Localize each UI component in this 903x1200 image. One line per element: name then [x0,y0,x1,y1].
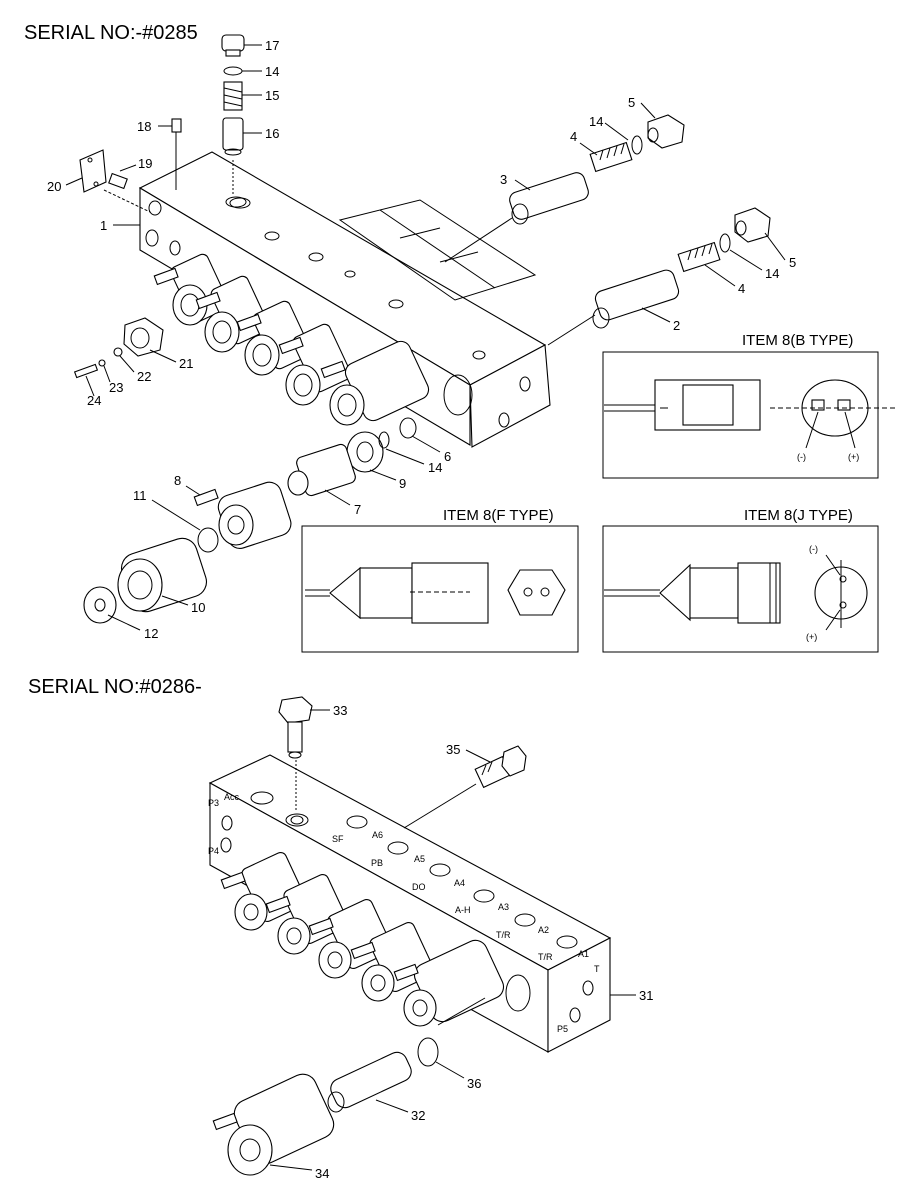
callout-20: 20 [47,179,61,194]
callout-21: 21 [179,356,193,371]
port-p3: P3 [208,798,219,808]
callouts-upper: 17 14 15 16 18 19 20 1 3 4 14 5 5 14 4 2… [47,38,796,641]
callout-7: 7 [354,502,361,517]
spool-assembly-upper [444,114,771,346]
callout-23: 23 [109,380,123,395]
relief-plug-stack [221,34,247,208]
callout-33: 33 [333,703,347,718]
callout-19: 19 [138,156,152,171]
callout-10: 10 [191,600,205,615]
port-acc: Acc [224,792,240,802]
port-a6: A6 [372,830,383,840]
callout-9: 9 [399,476,406,491]
exploded-parts-lower [212,997,486,1176]
port-a2: A2 [538,925,549,935]
plug-and-bolts-left [73,317,164,379]
port-sf: SF [332,834,344,844]
callout-24: 24 [87,393,101,408]
callout-14-d: 14 [428,460,442,475]
callout-5-b: 5 [789,255,796,270]
callout-14-c: 14 [765,266,779,281]
callout-22: 22 [137,369,151,384]
inset-b-type-title: ITEM 8(B TYPE) [742,332,853,349]
port-a4: A4 [454,878,465,888]
callout-3: 3 [500,172,507,187]
solenoid-stack-lower [220,851,505,1027]
inset-j-type: ITEM 8(J TYPE) (-) (+) [602,507,879,653]
callouts-lower: 33 35 31 36 32 34 [269,703,653,1181]
callout-6: 6 [444,449,451,464]
callout-35: 35 [446,742,460,757]
callout-34: 34 [315,1166,329,1181]
callout-31: 31 [639,988,653,1003]
callout-1: 1 [100,218,107,233]
callout-14: 14 [265,64,279,79]
callout-11: 11 [133,488,147,503]
fitting-35 [403,745,527,829]
serial-heading-old: SERIAL NO:-#0285 [24,22,198,44]
inset-j-plus: (+) [806,632,817,642]
inset-b-plus: (+) [848,452,859,462]
callout-14-b: 14 [589,114,603,129]
port-tr-1: T/R [496,930,511,940]
port-ah: A-H [455,905,471,915]
port-p5: P5 [557,1024,568,1034]
port-p4: P4 [208,846,219,856]
inset-f-type: ITEM 8(F TYPE) [301,507,579,653]
callout-18: 18 [137,119,151,134]
inset-b-type: ITEM 8(B TYPE) (-) (+) [602,332,895,479]
inset-j-type-title: ITEM 8(J TYPE) [744,507,853,524]
port-tr-2: T/R [538,952,553,962]
callout-5: 5 [628,95,635,110]
inset-b-minus: (-) [797,452,806,462]
inset-f-type-title: ITEM 8(F TYPE) [443,507,554,524]
inset-j-minus: (-) [809,544,818,554]
callout-8: 8 [174,473,181,488]
callout-12: 12 [144,626,158,641]
port-do: DO [412,882,426,892]
port-a5: A5 [414,854,425,864]
callout-17: 17 [265,38,279,53]
callout-2: 2 [673,318,680,333]
solenoid-stack-upper [153,253,430,426]
plug-bolt-33 [278,696,313,825]
callout-16: 16 [265,126,279,141]
callout-15: 15 [265,88,279,103]
callout-36: 36 [467,1076,481,1091]
callout-4-b: 4 [738,281,745,296]
port-pb: PB [371,858,383,868]
callout-4: 4 [570,129,577,144]
port-a3: A3 [498,902,509,912]
callout-32: 32 [411,1108,425,1123]
serial-heading-new: SERIAL NO:#0286- [28,676,202,698]
port-a1: A1 [578,949,589,959]
small-fittings [79,118,182,213]
port-t: T [594,964,600,974]
exploded-solenoid-parts [83,417,417,624]
